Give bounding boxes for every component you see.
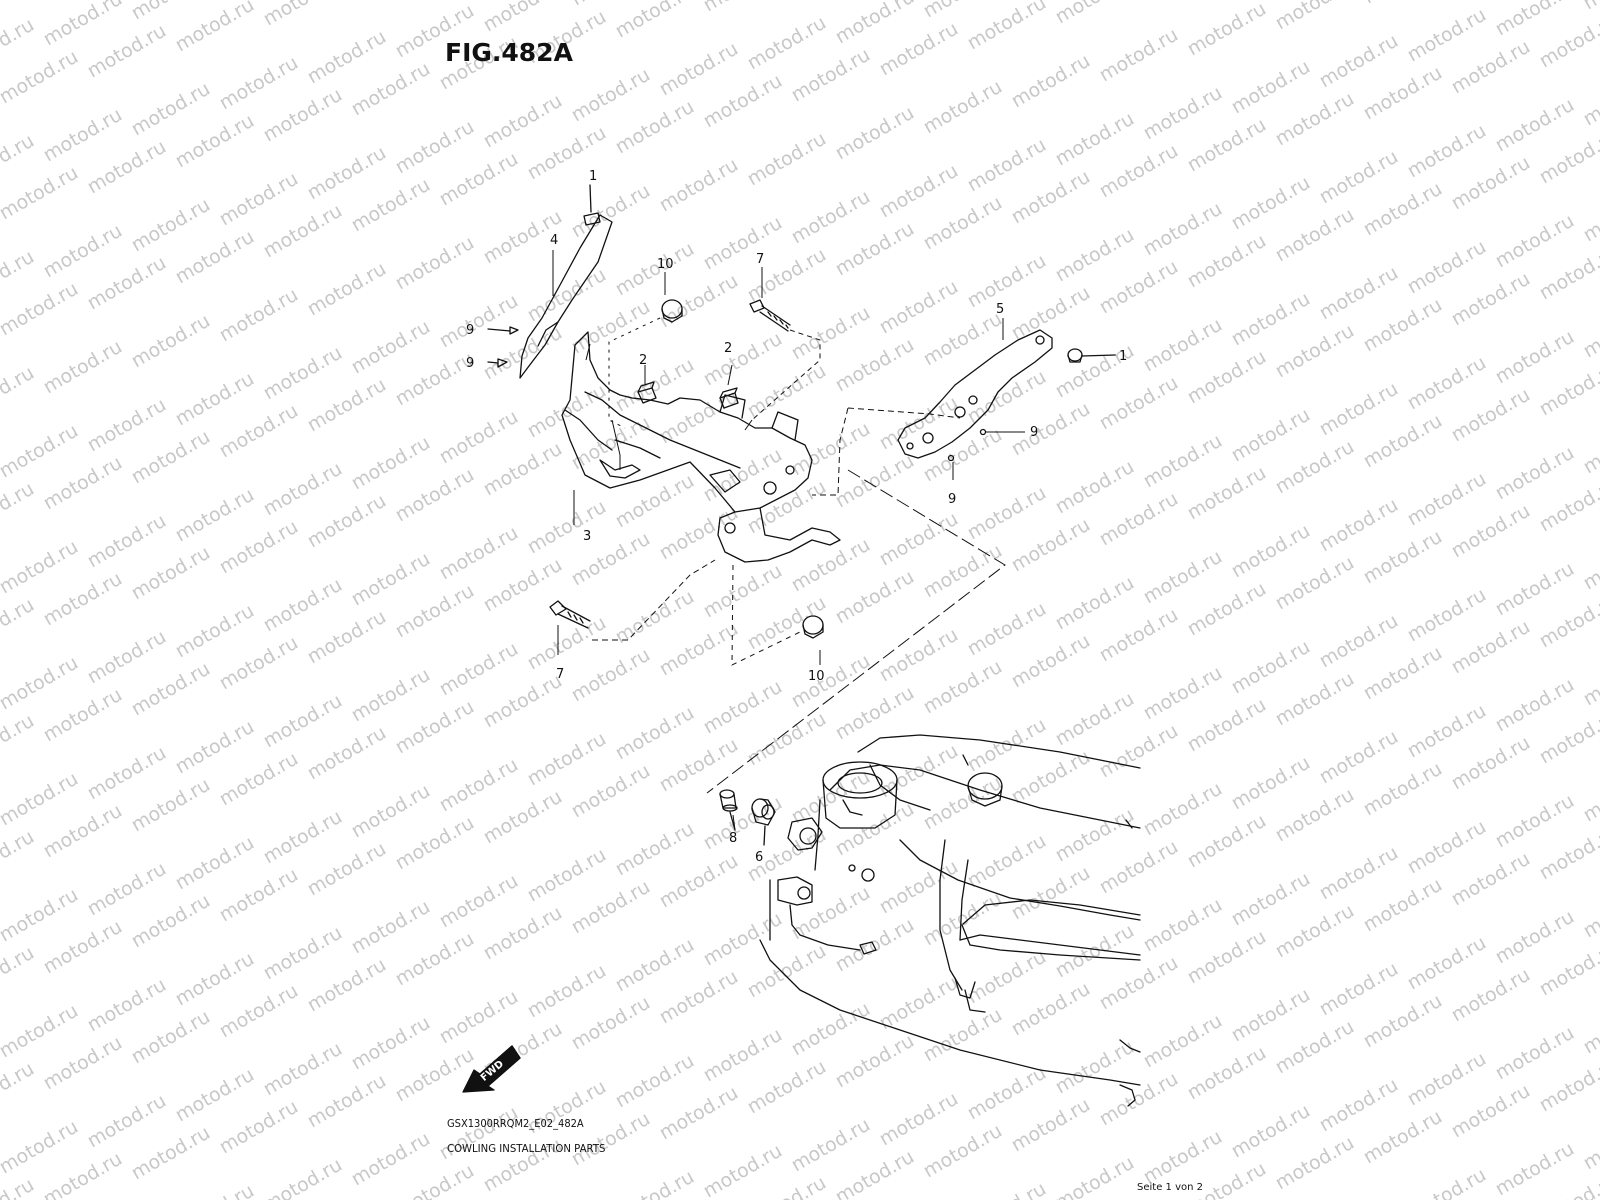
sensor-bracket (777, 817, 877, 955)
part-9-screw-lower (947, 454, 955, 462)
part-9-screw-b (487, 358, 508, 368)
callout-9-b: 9 (466, 356, 474, 371)
part-9-screw-a (487, 326, 519, 335)
callout-6: 6 (755, 850, 763, 865)
callout-8: 8 (729, 831, 737, 846)
callout-2-a: 2 (639, 353, 647, 368)
part-10-grommet-bottom (802, 615, 824, 639)
part-10-grommet-top (661, 299, 683, 323)
part-1-cap-top (583, 184, 601, 226)
part-6-collar (751, 798, 776, 846)
callout-9-lower: 9 (948, 492, 956, 507)
part-1-cap-right (1067, 348, 1116, 363)
callout-3: 3 (583, 529, 591, 544)
callout-1-right: 1 (1119, 349, 1127, 364)
callout-1-top: 1 (589, 169, 597, 184)
part-2-nut-a (637, 381, 657, 404)
part-7-bolt-bottom (549, 600, 591, 629)
figure-caption: COWLING INSTALLATION PARTS (447, 1142, 606, 1155)
part-3-main-bracket (561, 331, 841, 563)
part-7-bolt-top (749, 299, 791, 332)
page-indicator: Seite 1 von 2 (1137, 1182, 1203, 1193)
figure-title: FIG.482A (445, 38, 573, 67)
callout-7-bottom: 7 (556, 667, 564, 682)
callout-5: 5 (996, 302, 1004, 317)
part-9-screw-right (979, 428, 987, 436)
part-4-bracket (519, 214, 613, 379)
callout-7-top: 7 (756, 252, 764, 267)
callout-10-bottom: 10 (808, 669, 825, 684)
callout-2-b: 2 (724, 341, 732, 356)
part-5-bracket (897, 329, 1053, 459)
callout-4: 4 (550, 233, 558, 248)
leader-lines (552, 250, 1025, 831)
callout-10-top: 10 (657, 257, 674, 272)
model-code: GSX1300RRQM2_E02_482A (447, 1117, 584, 1130)
callout-9-right: 9 (1030, 425, 1038, 440)
callout-9-a: 9 (466, 323, 474, 338)
swing-arm (759, 734, 1141, 1107)
fwd-arrow-icon (462, 1045, 521, 1093)
part-2-nut-b (719, 387, 739, 409)
